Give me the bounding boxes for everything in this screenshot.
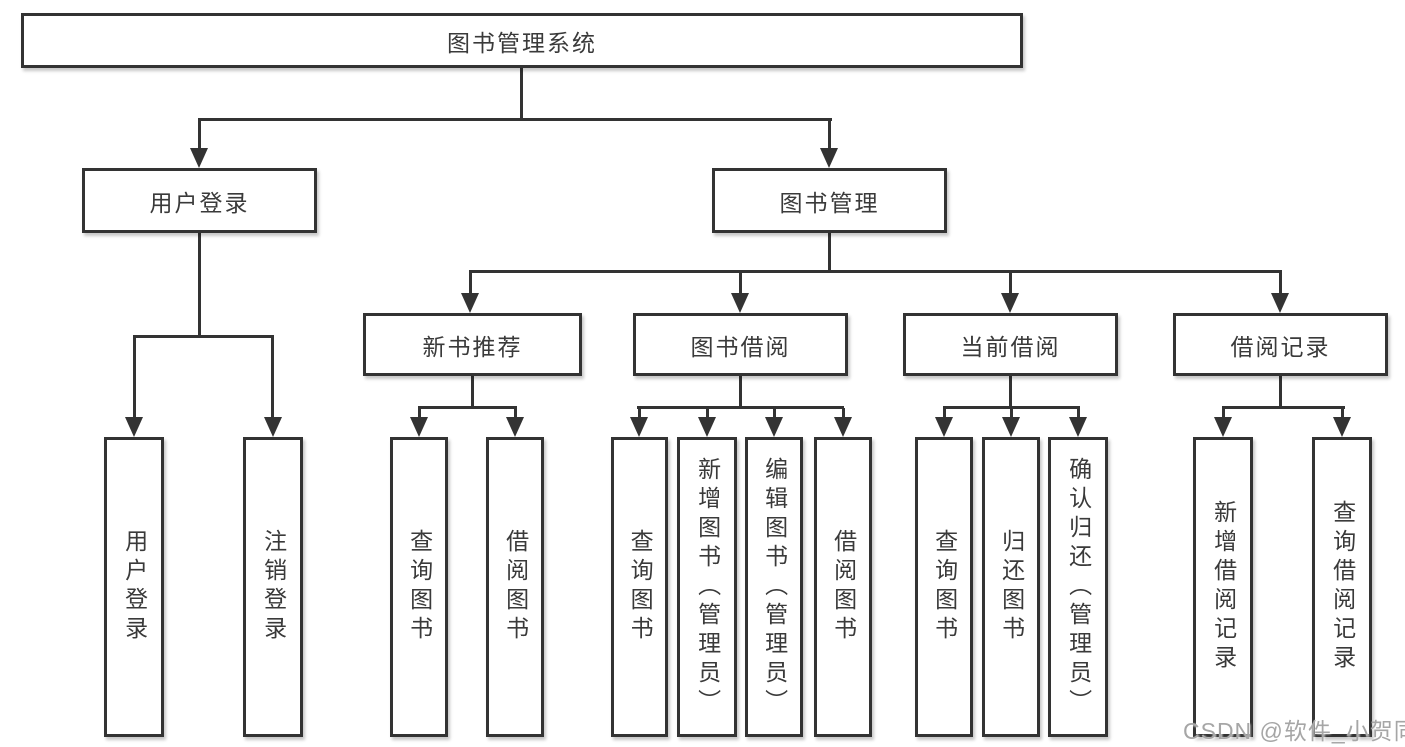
connector-line <box>773 408 776 420</box>
connector-line <box>637 406 844 409</box>
connector-line <box>271 337 274 419</box>
connector-line <box>469 270 1282 273</box>
connector-line <box>198 120 201 152</box>
node-label: 查询图书 <box>627 529 654 645</box>
connector-arrowhead-icon <box>1271 293 1289 313</box>
node-label: 新增借阅记录 <box>1210 500 1237 674</box>
node-root-system: 图书管理系统 <box>21 13 1023 68</box>
leaf-add-borrow-record: 新增借阅记录 <box>1193 437 1253 737</box>
node-label: 新书推荐 <box>422 333 523 360</box>
connector-arrowhead-icon <box>125 417 143 437</box>
leaf-confirm-return-admin: 确认归还（管理员） <box>1048 437 1108 737</box>
csdn-watermark: CSDN @软件_小贺同学 <box>1183 718 1405 744</box>
leaf-borrow-books-recommend: 借阅图书 <box>486 437 544 737</box>
connector-arrowhead-icon <box>935 417 953 437</box>
connector-line <box>1010 408 1013 420</box>
connector-arrowhead-icon <box>834 417 852 437</box>
connector-line <box>471 376 474 408</box>
connector-arrowhead-icon <box>630 417 648 437</box>
node-label: 用户登录 <box>121 529 148 645</box>
connector-line <box>1009 376 1012 408</box>
connector-line <box>943 406 1080 409</box>
connector-line <box>418 406 517 409</box>
connector-line <box>1222 406 1345 409</box>
connector-line <box>739 376 742 408</box>
connector-line <box>828 233 831 272</box>
connector-line <box>842 408 845 420</box>
connector-arrowhead-icon <box>820 148 838 168</box>
connector-line <box>739 272 742 295</box>
connector-arrowhead-icon <box>731 293 749 313</box>
node-label: 确认归还（管理员） <box>1065 456 1092 718</box>
connector-line <box>418 408 421 420</box>
connector-line <box>1222 408 1225 420</box>
leaf-add-books-admin: 新增图书（管理员） <box>677 437 737 737</box>
connector-arrowhead-icon <box>1214 417 1232 437</box>
leaf-query-books-current: 查询图书 <box>915 437 973 737</box>
connector-line <box>638 408 641 420</box>
node-label: 当前借阅 <box>960 333 1061 360</box>
node-label: 查询图书 <box>931 529 958 645</box>
node-label: 编辑图书（管理员） <box>761 456 788 718</box>
leaf-borrow-books: 借阅图书 <box>814 437 872 737</box>
connector-arrowhead-icon <box>1333 417 1351 437</box>
node-current-borrowing: 当前借阅 <box>903 313 1118 376</box>
node-book-management: 图书管理 <box>712 168 947 233</box>
node-label: 注销登录 <box>260 529 287 645</box>
connector-arrowhead-icon <box>190 148 208 168</box>
node-book-borrowing: 图书借阅 <box>633 313 848 376</box>
connector-arrowhead-icon <box>1069 417 1087 437</box>
connector-line <box>514 408 517 420</box>
node-label: 借阅图书 <box>830 529 857 645</box>
node-label: 查询借阅记录 <box>1329 500 1356 674</box>
connector-line <box>828 120 831 152</box>
connector-arrowhead-icon <box>461 293 479 313</box>
connector-line <box>706 408 709 420</box>
node-label: 用户登录 <box>149 189 250 216</box>
connector-line <box>943 408 946 420</box>
connector-line <box>1279 272 1282 295</box>
node-label: 图书管理 <box>779 189 880 216</box>
connector-arrowhead-icon <box>1001 293 1019 313</box>
connector-arrowhead-icon <box>506 417 524 437</box>
node-label: 新增图书（管理员） <box>694 456 721 718</box>
leaf-query-books-borrow: 查询图书 <box>611 437 668 737</box>
connector-line <box>198 233 201 337</box>
leaf-return-books: 归还图书 <box>982 437 1040 737</box>
node-label: 归还图书 <box>998 529 1025 645</box>
node-borrowing-records: 借阅记录 <box>1173 313 1388 376</box>
connector-arrowhead-icon <box>765 417 783 437</box>
node-label: 借阅图书 <box>502 529 529 645</box>
leaf-logout-login: 注销登录 <box>243 437 303 737</box>
connector-line <box>133 335 274 338</box>
leaf-user-login: 用户登录 <box>104 437 164 737</box>
node-label: 查询图书 <box>406 529 433 645</box>
node-label: 图书管理系统 <box>447 29 597 56</box>
node-user-login: 用户登录 <box>82 168 317 233</box>
node-new-book-recommend: 新书推荐 <box>363 313 582 376</box>
leaf-query-books-recommend: 查询图书 <box>390 437 448 737</box>
connector-line <box>198 118 832 121</box>
node-label: 图书借阅 <box>690 333 791 360</box>
connector-arrowhead-icon <box>698 417 716 437</box>
node-label: 借阅记录 <box>1230 333 1331 360</box>
connector-line <box>1077 408 1080 420</box>
connector-line <box>469 272 472 295</box>
connector-line <box>520 68 523 120</box>
connector-arrowhead-icon <box>410 417 428 437</box>
connector-line <box>1279 376 1282 408</box>
connector-line <box>1009 272 1012 295</box>
connector-arrowhead-icon <box>264 417 282 437</box>
leaf-edit-books-admin: 编辑图书（管理员） <box>745 437 803 737</box>
connector-arrowhead-icon <box>1002 417 1020 437</box>
leaf-query-borrow-record: 查询借阅记录 <box>1312 437 1372 737</box>
connector-line <box>1341 408 1344 420</box>
connector-line <box>133 337 136 419</box>
